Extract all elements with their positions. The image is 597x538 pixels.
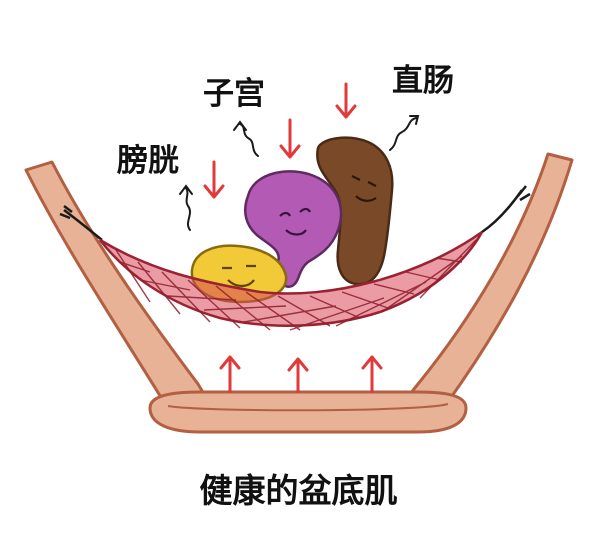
hammock-ropes [59, 185, 531, 241]
squiggle-marks [179, 115, 420, 231]
diagram-caption: 健康的盆底肌 [199, 471, 398, 510]
bladder-label: 膀胱 [117, 143, 179, 179]
arrow-down-rectum [335, 82, 357, 119]
arrow-up-left [219, 355, 241, 394]
uterus-face [279, 207, 311, 236]
squiggle-bladder [179, 184, 193, 231]
uterus-shape [244, 170, 343, 288]
uterus-label: 子宫 [203, 76, 265, 112]
hammock-net [99, 230, 484, 331]
bladder-face [222, 264, 256, 288]
hammock-frame [24, 152, 574, 434]
arrow-down-uterus [279, 118, 301, 159]
arrow-up-right [361, 355, 383, 394]
net-mesh [115, 239, 477, 331]
arrow-down-bladder [203, 160, 225, 199]
rectum-face [351, 175, 377, 202]
frame-base [148, 390, 468, 434]
rope-right [481, 185, 531, 234]
frame-base-inner [167, 403, 449, 412]
net-body [99, 230, 484, 327]
arrow-up-middle [287, 357, 309, 394]
squiggle-uterus [233, 120, 259, 157]
squiggle-rectum [389, 115, 420, 151]
rectum-label: 直肠 [392, 63, 454, 99]
pressure-arrows [203, 82, 383, 394]
organs [190, 136, 394, 304]
rope-left [59, 205, 103, 241]
